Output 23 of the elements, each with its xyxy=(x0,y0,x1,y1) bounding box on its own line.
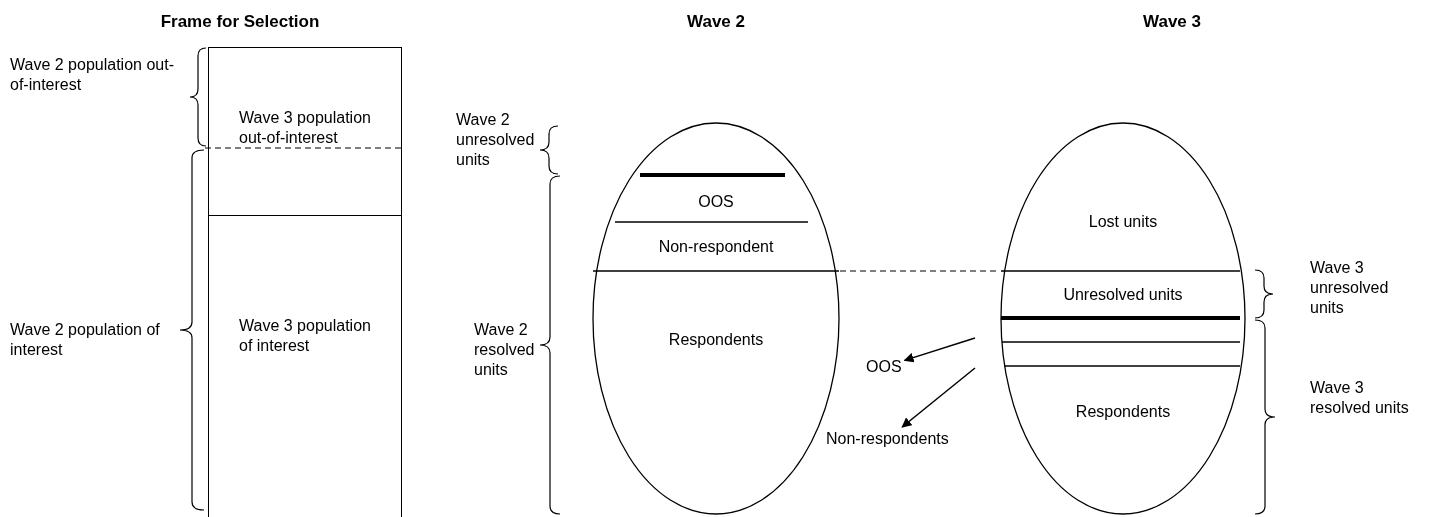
column-heading: Frame for Selection xyxy=(159,12,321,32)
bracket-label: Wave 2 resolved units xyxy=(474,320,536,380)
section-label: Wave 3 population out-of-interest xyxy=(239,108,372,148)
band-label: Lost units xyxy=(1087,212,1159,232)
bracket-label: Wave 3 resolved units xyxy=(1310,378,1410,418)
outcome-label: Non-respondents xyxy=(826,430,949,448)
arrow xyxy=(903,337,976,363)
frame-section xyxy=(208,216,402,517)
bracket-label: Wave 2 population out-of-interest xyxy=(10,55,175,95)
band-label: Respondents xyxy=(667,330,765,350)
band-label: Unresolved units xyxy=(1062,285,1184,305)
band-label: Respondents xyxy=(1074,402,1172,422)
outcome-label: OOS xyxy=(866,358,902,376)
frame-section xyxy=(208,47,402,216)
section-label: Wave 3 population of interest xyxy=(239,316,372,356)
bracket-label: Wave 2 population of interest xyxy=(10,320,161,360)
band-label: OOS xyxy=(697,192,735,212)
bracket-label: Wave 3 unresolved units xyxy=(1310,258,1390,318)
band-label: Non-respondent xyxy=(657,237,775,257)
arrow xyxy=(901,367,976,428)
column-heading: Wave 2 xyxy=(686,12,746,32)
column-heading: Wave 3 xyxy=(1142,12,1202,32)
bracket-label: Wave 2 unresolved units xyxy=(456,110,536,170)
